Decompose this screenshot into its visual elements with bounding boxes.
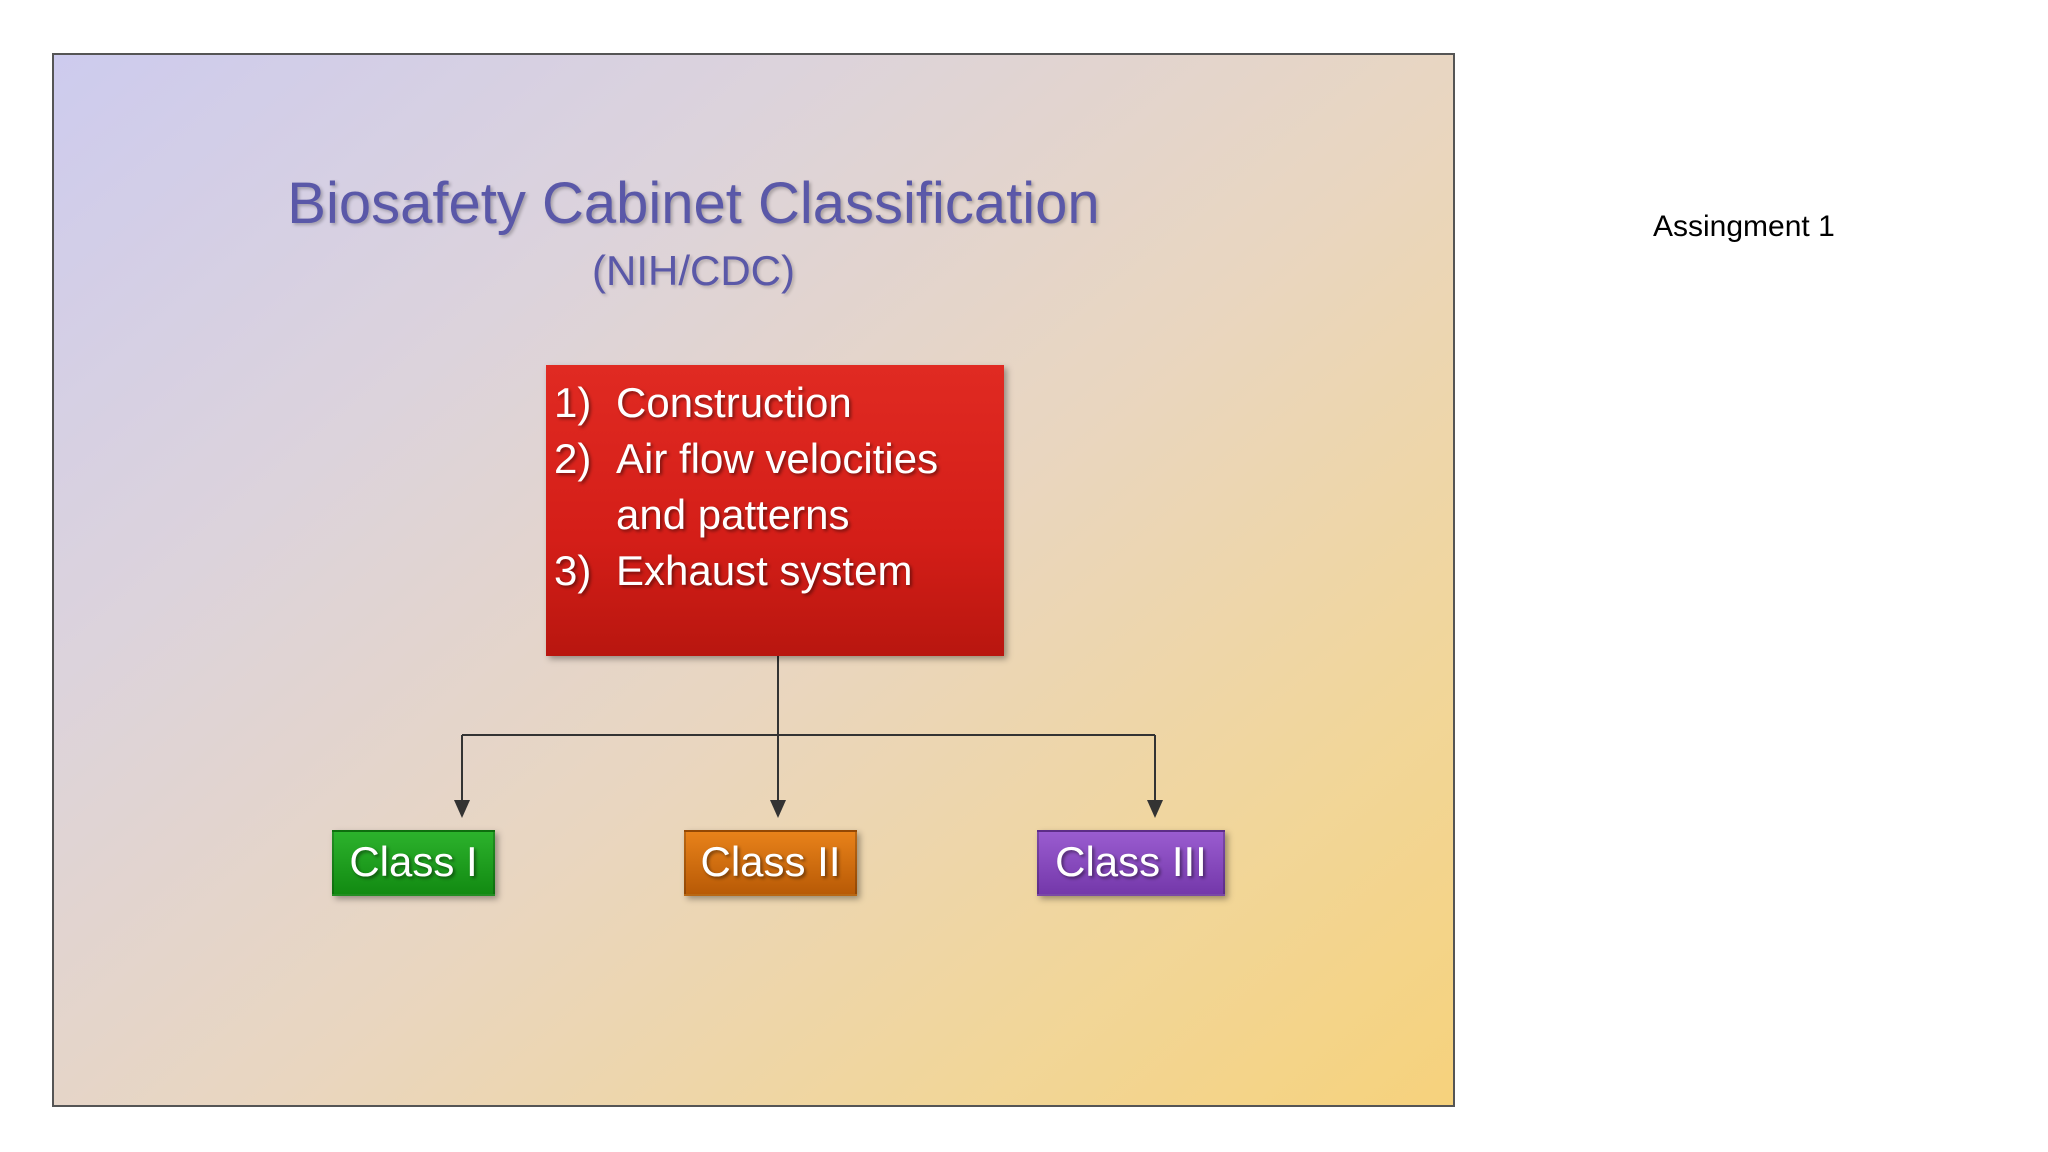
criteria-text: Exhaust system	[616, 547, 913, 594]
class-3-box: Class III	[1037, 830, 1225, 896]
assignment-label: Assingment 1	[1653, 210, 1835, 243]
criteria-number: 1)	[554, 379, 592, 426]
criteria-text: Air flow velocities and patterns	[616, 435, 939, 538]
criteria-item: 2) Air flow velocities and patterns	[554, 431, 996, 543]
slide-subtitle: (NIH/CDC)	[592, 247, 795, 294]
criteria-text: Construction	[616, 379, 852, 426]
criteria-number: 3)	[554, 547, 592, 594]
class-1-box: Class I	[332, 830, 495, 896]
class-2-box: Class II	[684, 830, 857, 896]
slide: Biosafety Cabinet Classification (NIH/CD…	[52, 53, 1455, 1107]
criteria-item: 1) Construction	[554, 375, 996, 431]
criteria-item: 3) Exhaust system	[554, 543, 996, 599]
criteria-box: 1) Construction 2) Air flow velocities a…	[546, 365, 1004, 656]
slide-title: Biosafety Cabinet Classification	[287, 171, 1100, 236]
criteria-number: 2)	[554, 435, 592, 482]
